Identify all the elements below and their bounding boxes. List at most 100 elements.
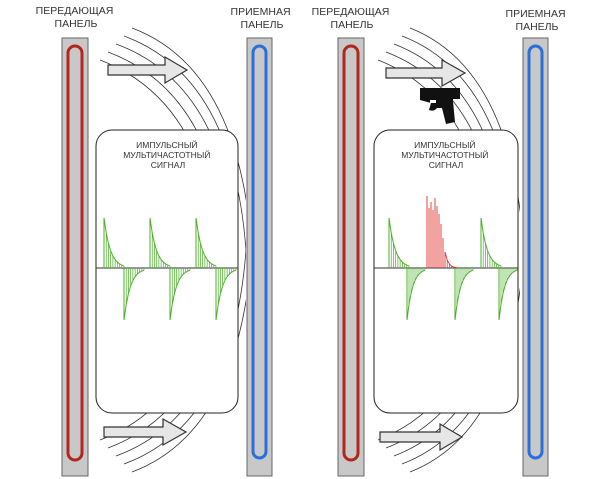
pulse-envelope: [130, 280, 134, 287]
pulse-envelope: [163, 261, 166, 265]
pulse-envelope: [153, 243, 158, 251]
left-scene: ПЕРЕДАЮЩАЯ ПАНЕЛЬ ПРИЕМНАЯ ПАНЕЛЬ ИМПУЛЬ…: [36, 5, 294, 477]
pulse-envelope: [414, 276, 418, 281]
pulse-envelope: [491, 259, 495, 263]
pulse-envelope: [502, 285, 506, 294]
pulse-envelope: [397, 255, 401, 260]
left-box-label: ИМПУЛЬСНЫЙ МУЛЬТИЧАСТОТНЫЙ СИГНАЛ: [123, 139, 213, 170]
pulse-envelope: [404, 263, 408, 266]
pulse-envelope: [487, 250, 491, 257]
pulse-envelope: [114, 259, 118, 263]
pulse-envelope: [132, 276, 136, 281]
pulse-envelope: [406, 264, 410, 267]
pulse-envelope: [406, 304, 410, 321]
pulse-envelope: [484, 243, 489, 251]
pulse-envelope: [206, 259, 210, 263]
pulse-envelope: [123, 304, 127, 321]
pulse-envelope: [420, 270, 424, 273]
pulse-envelope: [494, 261, 497, 265]
pulse-envelope: [125, 293, 129, 305]
pulse-envelope: [226, 273, 230, 278]
anomaly-tail: [451, 265, 454, 268]
pulse-envelope: [506, 276, 510, 281]
pulse-envelope: [167, 264, 171, 267]
right-tx-label: ПЕРЕДАЮЩАЯ ПАНЕЛЬ: [312, 6, 393, 31]
left-top-arrow: [107, 55, 189, 85]
pulse-envelope: [412, 280, 416, 287]
anomaly-tail: [446, 259, 450, 265]
pulse-envelope: [183, 271, 186, 275]
pulse-envelope: [390, 232, 394, 244]
pistol-icon: [420, 88, 460, 124]
right-scene: ПЕРЕДАЮЩАЯ ПАНЕЛЬ ПРИЕМНАЯ ПАНЕЛЬ ИМПУЛЬ…: [312, 6, 569, 477]
pulse-envelope: [178, 276, 182, 281]
pulse-envelope: [185, 270, 189, 273]
pulse-envelope: [105, 232, 109, 244]
pulse-envelope: [496, 263, 500, 266]
pulse-envelope: [399, 259, 403, 263]
pulse-envelope: [107, 243, 112, 251]
pulse-envelope: [187, 269, 191, 272]
pulse-envelope: [229, 271, 232, 275]
pulse-envelope: [134, 273, 138, 278]
pulse-envelope: [103, 217, 107, 234]
anomaly-tail: [449, 263, 452, 267]
pulse-envelope: [169, 304, 173, 321]
left-transmitter-panel: [61, 37, 89, 477]
pulse-envelope: [418, 271, 422, 275]
pulse-envelope: [422, 269, 426, 272]
pulse-envelope: [171, 293, 175, 305]
pulse-envelope: [209, 261, 212, 265]
pulse-envelope: [468, 270, 472, 273]
pulse-envelope: [137, 271, 140, 275]
pulse-envelope: [139, 270, 143, 273]
pulse-envelope: [151, 232, 155, 244]
pulse-envelope: [498, 264, 502, 267]
right-pulse-signal: [388, 196, 518, 321]
right-receiver-panel: [522, 37, 549, 477]
pulse-envelope: [458, 285, 462, 294]
pulse-envelope: [217, 293, 221, 305]
left-pulse-signal: [103, 217, 237, 321]
pulse-envelope: [119, 263, 123, 266]
pulse-envelope: [498, 304, 502, 321]
left-tx-label: ПЕРЕДАЮЩАЯ ПАНЕЛЬ: [36, 5, 117, 30]
pulse-envelope: [233, 269, 237, 272]
pulse-envelope: [176, 280, 180, 287]
left-rx-label: ПРИЕМНАЯ ПАНЕЛЬ: [231, 6, 294, 31]
pulse-envelope: [410, 285, 414, 294]
pulse-envelope: [173, 285, 178, 294]
pulse-envelope: [504, 280, 508, 287]
pulse-envelope: [482, 232, 486, 244]
pulse-envelope: [158, 255, 162, 260]
pulse-envelope: [141, 269, 145, 272]
right-transmitter-panel: [337, 37, 365, 477]
pulse-envelope: [408, 293, 412, 305]
pulse-envelope: [514, 269, 518, 272]
pulse-envelope: [508, 273, 512, 278]
pulse-envelope: [402, 261, 405, 265]
left-signal-box: [95, 129, 239, 414]
pulse-envelope: [199, 243, 204, 251]
pulse-envelope: [202, 250, 206, 257]
pulse-envelope: [117, 261, 120, 265]
pulse-envelope: [388, 217, 392, 234]
pulse-envelope: [222, 280, 226, 287]
pulse-envelope: [460, 280, 464, 287]
pulse-envelope: [121, 264, 125, 267]
right-rx-label: ПРИЕМНАЯ ПАНЕЛЬ: [506, 8, 569, 33]
pulse-envelope: [219, 285, 224, 294]
pulse-envelope: [510, 271, 514, 275]
pulse-envelope: [395, 250, 399, 257]
pulse-envelope: [392, 243, 397, 251]
pulse-envelope: [224, 276, 228, 281]
pulse-envelope: [466, 271, 470, 275]
right-top-arrow: [385, 58, 467, 88]
pulse-envelope: [462, 276, 466, 281]
pulse-envelope: [512, 270, 516, 273]
pulse-envelope: [204, 255, 208, 260]
pulse-envelope: [480, 217, 484, 234]
right-signal-box: [373, 129, 519, 414]
left-receiver-panel: [246, 37, 273, 477]
